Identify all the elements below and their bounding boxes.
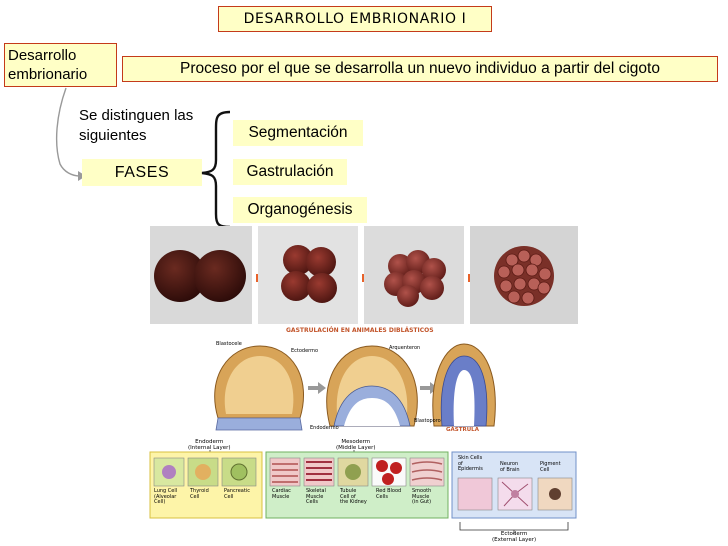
label-blastoporo: Blastoporo [414, 418, 441, 424]
cell-label-line: Smooth [412, 488, 432, 494]
morula-stage-photo [470, 226, 578, 324]
cell-label-line: Muscle [306, 493, 324, 500]
cell-label-line: Cell of [340, 493, 356, 500]
four-cell-stage-photo [258, 226, 358, 324]
label-arquenteron: Arquenteron [389, 345, 421, 351]
cell-label-line: Cell) [154, 499, 166, 505]
arrow-icon [308, 382, 326, 394]
cell-label-line: Thyroid [190, 488, 209, 494]
cell-label-line: Muscle [412, 493, 430, 500]
cell-label-line: Cardiac [272, 488, 291, 494]
cell-label-line: the Kidney [340, 499, 367, 505]
cell-label-line: Red Blood [376, 488, 402, 494]
concept-box: Desarrollo embrionario [4, 43, 117, 87]
cell-label-line: Cell [190, 493, 200, 500]
germ-layers-frame [149, 450, 577, 534]
cell-label-line: (in Gut) [412, 499, 432, 505]
distinguen-line-1: Se distinguen las [79, 107, 194, 124]
concept-line-1: Desarrollo [8, 47, 77, 64]
cell-label-line: Cell [224, 493, 234, 500]
endoderm-title: Endoderm (Internal Layer) [188, 439, 231, 451]
gastrula-illustration [432, 343, 496, 427]
label-endodermo: Endodermo [310, 425, 339, 431]
brace-icon [201, 110, 231, 229]
cell-label-line: (Alveolar [154, 493, 177, 500]
endoderm-title-text: Endoderm [195, 439, 224, 445]
eight-cell-stage-photo [364, 226, 464, 324]
mesoderm-subtitle-text: (Middle Layer) [336, 445, 376, 451]
distinguen-text: Se distinguen las siguientes [79, 106, 229, 146]
cell-label-line: Cells [376, 493, 388, 500]
segmentation-photos [150, 226, 578, 324]
cell-label-line: Skin Cells [458, 455, 483, 461]
cell-label-line: Skeletal [306, 488, 326, 494]
definition-box: Proceso por el que se desarrolla un nuev… [122, 56, 718, 82]
cell-label-line: Cell [540, 466, 550, 473]
cell-label-line: of [458, 460, 463, 467]
cell-label-line: Pigment [540, 461, 561, 467]
invagination-illustration [326, 345, 418, 427]
endoderm-subtitle-text: (Internal Layer) [188, 445, 231, 451]
gastrulation-diagram [214, 343, 496, 431]
concept-line-2: embrionario [8, 66, 88, 83]
cell-label-line: Tubule [340, 488, 357, 494]
label-ectodermo: Ectodermo [291, 348, 319, 354]
cell-label-line: Epidermis [458, 466, 483, 472]
distinguen-line-2: siguientes [79, 127, 147, 144]
fases-box: FASES [82, 159, 202, 186]
ectoderm-title: Ectoderm (External Layer) [492, 531, 536, 543]
cell-label-line: Pancreatic [224, 488, 250, 494]
blastula-illustration [214, 345, 304, 431]
page-title: DESARROLLO EMBRIONARIO I [218, 6, 492, 32]
gastrulation-title: GASTRULACIÓN EN ANIMALES DIBLÁSTICOS [286, 327, 434, 334]
ectoderm-subtitle-text: (External Layer) [492, 537, 537, 543]
phase-organogenesis: Organogénesis [233, 197, 367, 223]
cell-label-line: of Brain [500, 466, 520, 473]
cell-label-line: Muscle [272, 493, 290, 500]
germ-layers-diagram: Endoderm (Internal Layer) Mesoderm (Midd… [148, 434, 582, 544]
cell-label-line: Lung Cell [154, 488, 178, 494]
label-gastrula: GÁSTRULA [446, 427, 479, 433]
cell-label-line: Cells [306, 499, 318, 505]
mesoderm-title: Mesoderm (Middle Layer) [336, 439, 376, 451]
mesoderm-title-text: Mesoderm [341, 439, 371, 445]
ectoderm-title-text: Ectoderm [500, 531, 528, 537]
phase-segmentacion: Segmentación [233, 120, 363, 146]
label-blastocele: Blastocele [216, 341, 242, 347]
phase-gastrulacion: Gastrulación [233, 159, 347, 185]
two-cell-stage-photo [150, 226, 252, 324]
cell-label-line: Neuron [500, 461, 519, 467]
